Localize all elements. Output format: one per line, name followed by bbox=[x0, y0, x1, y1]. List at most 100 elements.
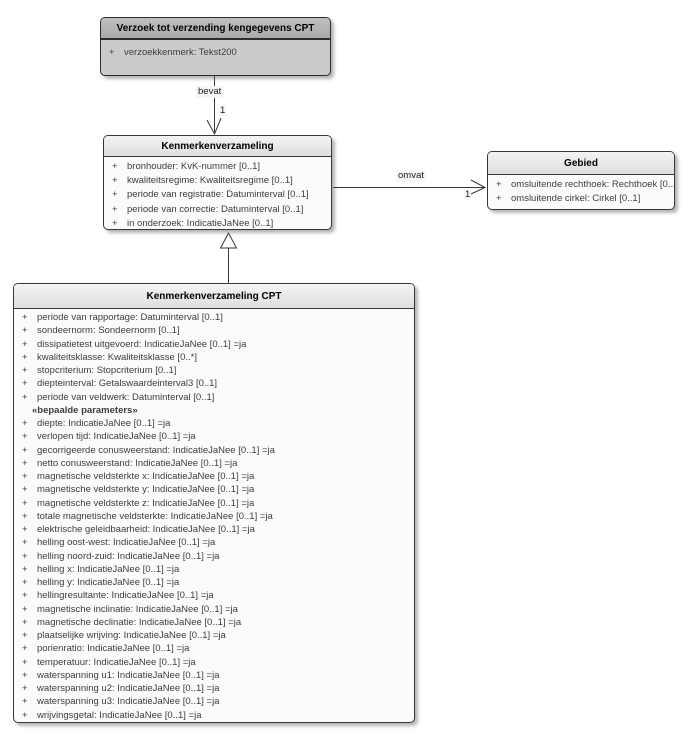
visibility-plus: + bbox=[112, 161, 118, 172]
attribute-row: +waterspanning u2: IndicatieJaNee [0..1]… bbox=[14, 682, 414, 695]
attribute-row: + wrijvingsgetal: IndicatieJaNee [0..1] =… bbox=[14, 709, 414, 722]
attribute-row: + plaatselijke wrijving: IndicatieJaNee [… bbox=[14, 629, 414, 642]
visibility-plus: + bbox=[22, 391, 28, 403]
visibility-plus: + bbox=[109, 47, 115, 58]
visibility-plus: + bbox=[112, 203, 118, 215]
attribute-text: netto conusweerstand: IndicatieJaNee [0.… bbox=[37, 457, 238, 469]
visibility-plus: + bbox=[112, 217, 118, 229]
attribute-text: omsluitende cirkel: Cirkel [0..1] bbox=[511, 193, 641, 204]
class-box-kenmerkenverzameling[interactable]: Kenmerkenverzameling + bronhouder: KvK-nu… bbox=[103, 135, 332, 230]
stereotype-row: «bepaalde parameters» bbox=[14, 404, 414, 417]
visibility-plus: + bbox=[22, 577, 28, 588]
attribute-row: +kwaliteitsklasse: Kwaliteitsklasse [0..… bbox=[14, 351, 414, 364]
visibility-plus: + bbox=[22, 563, 28, 575]
class-attributes: +omsluitende rechthoek: Rechthoek [0..1]… bbox=[488, 175, 674, 206]
visibility-plus: + bbox=[22, 643, 28, 655]
attribute-text: temperatuur: IndicatieJaNee [0..1] =ja bbox=[37, 656, 196, 668]
attribute-text: bronhouder: KvK-nummer [0..1] bbox=[127, 161, 261, 172]
visibility-plus: + bbox=[22, 444, 28, 456]
attribute-text: dissipatietest uitgevoerd: IndicatieJaNe… bbox=[37, 338, 247, 350]
attribute-row: + waterspanning u1: IndicatieJaNee [0..1]… bbox=[14, 669, 414, 682]
attribute-row: +helling oost-west: IndicatieJaNee [0..1… bbox=[14, 536, 414, 549]
attribute-text: magnetische veldsterkte y: IndicatieJaNe… bbox=[37, 484, 255, 496]
attribute-text: «bepaalde parameters» bbox=[32, 404, 138, 416]
attribute-text: waterspanning u3: IndicatieJaNee [0..1] … bbox=[37, 696, 220, 708]
attribute-text: helling y: IndicatieJaNee [0..1] =ja bbox=[37, 577, 180, 588]
visibility-plus: + bbox=[22, 325, 28, 337]
attribute-text: periode van registratie: Datuminterval [… bbox=[127, 189, 309, 201]
visibility-plus: + bbox=[22, 365, 28, 376]
attribute-row: + helling noord-zuid: IndicatieJaNee [0..… bbox=[14, 550, 414, 563]
visibility-plus: + bbox=[22, 418, 28, 429]
visibility-plus: + bbox=[22, 709, 28, 721]
open-arrowhead-icon bbox=[206, 117, 222, 136]
visibility-plus: + bbox=[22, 524, 28, 535]
class-title: Gebied bbox=[488, 152, 674, 175]
attribute-text: periode van rapportage: Datuminterval [0… bbox=[37, 312, 223, 323]
attribute-row: +magnetische veldsterkte x: IndicatieJaN… bbox=[14, 470, 414, 483]
attribute-text: helling noord-zuid: IndicatieJaNee [0..1… bbox=[37, 550, 220, 562]
class-box-gebied[interactable]: Gebied +omsluitende rechthoek: Rechthoek… bbox=[487, 151, 675, 210]
attribute-row: + diepte: IndicatieJaNee [0..1] =ja bbox=[14, 417, 414, 430]
visibility-plus: + bbox=[22, 696, 28, 708]
attribute-text: waterspanning u1: IndicatieJaNee [0..1] … bbox=[37, 669, 220, 681]
visibility-plus: + bbox=[22, 656, 28, 668]
attribute-row: + periode van registratie: Datuminterval … bbox=[104, 188, 331, 202]
attribute-text: waterspanning u2: IndicatieJaNee [0..1] … bbox=[37, 683, 220, 694]
class-attributes: + periode van rapportage: Datuminterval [… bbox=[14, 309, 414, 722]
visibility-plus: + bbox=[22, 550, 28, 562]
attribute-text: diepteinterval: Getalswaardeinterval3 [0… bbox=[37, 378, 218, 390]
attribute-row: + hellingresultante: IndicatieJaNee [0..1… bbox=[14, 589, 414, 602]
class-box-verzoek[interactable]: Verzoek tot verzending kengegevens CPT +… bbox=[100, 17, 331, 76]
attribute-text: hellingresultante: IndicatieJaNee [0..1]… bbox=[37, 590, 214, 602]
attribute-row: +totale magnetische veldsterkte: Indicat… bbox=[14, 510, 414, 523]
visibility-plus: + bbox=[112, 189, 118, 201]
visibility-plus: + bbox=[22, 603, 28, 615]
attribute-text: plaatselijke wrijving: IndicatieJaNee [0… bbox=[37, 630, 226, 641]
visibility-plus: + bbox=[22, 471, 28, 482]
attribute-text: elektrische geleidbaarheid: IndicatieJaN… bbox=[37, 524, 255, 535]
attribute-text: verlopen tijd: IndicatieJaNee [0..1] =ja bbox=[37, 431, 196, 443]
attribute-text: gecorrigeerde conusweerstand: IndicatieJ… bbox=[37, 444, 275, 456]
attribute-text: porienratio: IndicatieJaNee [0..1] =ja bbox=[37, 643, 190, 655]
class-title: Kenmerkenverzameling CPT bbox=[14, 284, 414, 309]
visibility-plus: + bbox=[496, 193, 502, 204]
class-title: Kenmerkenverzameling bbox=[104, 136, 331, 157]
attribute-text: helling x: IndicatieJaNee [0..1] =ja bbox=[37, 563, 180, 575]
visibility-plus: + bbox=[22, 630, 28, 641]
class-title: Verzoek tot verzending kengegevens CPT bbox=[101, 18, 330, 40]
attribute-row: + stopcriterium: Stopcriterium [0..1] bbox=[14, 364, 414, 377]
attribute-text: stopcriterium: Stopcriterium [0..1] bbox=[37, 365, 177, 376]
attribute-row: + omsluitende cirkel: Cirkel [0..1] bbox=[488, 192, 674, 206]
attribute-text: sondeernorm: Sondeernorm [0..1] bbox=[37, 325, 180, 337]
visibility-plus: + bbox=[112, 175, 118, 187]
attribute-row: + temperatuur: IndicatieJaNee [0..1] =ja bbox=[14, 656, 414, 669]
class-box-kenmerkenverzameling-cpt[interactable]: Kenmerkenverzameling CPT + periode van ra… bbox=[13, 283, 415, 723]
attribute-row: + bronhouder: KvK-nummer [0..1] bbox=[104, 160, 331, 174]
attribute-text: magnetische declinatie: IndicatieJaNee [… bbox=[37, 616, 242, 628]
attribute-row: + helling y: IndicatieJaNee [0..1] =ja bbox=[14, 576, 414, 589]
generalization-triangle-icon bbox=[219, 231, 238, 249]
visibility-plus: + bbox=[22, 351, 28, 363]
visibility-plus: + bbox=[22, 484, 28, 496]
visibility-plus: + bbox=[22, 590, 28, 602]
visibility-plus: + bbox=[22, 497, 28, 509]
visibility-plus: + bbox=[22, 669, 28, 681]
attribute-row: + sondeernorm: Sondeernorm [0..1] bbox=[14, 324, 414, 337]
multiplicity-bevat: 1 bbox=[219, 105, 227, 116]
attribute-text: in onderzoek: IndicatieJaNee [0..1] bbox=[127, 217, 274, 229]
class-attributes: +verzoekkenmerk: Tekst200 bbox=[101, 40, 330, 60]
attribute-row: +netto conusweerstand: IndicatieJaNee [0… bbox=[14, 457, 414, 470]
attribute-text: helling oost-west: IndicatieJaNee [0..1]… bbox=[37, 537, 216, 549]
class-attributes: +bronhouder: KvK-nummer [0..1]+kwaliteit… bbox=[104, 157, 331, 229]
attribute-text: periode van veldwerk: Datuminterval [0..… bbox=[37, 391, 215, 403]
attribute-row: +diepteinterval: Getalswaardeinterval3 [… bbox=[14, 377, 414, 390]
attribute-text: diepte: IndicatieJaNee [0..1] =ja bbox=[37, 418, 171, 429]
association-label-bevat: bevat bbox=[196, 86, 224, 98]
attribute-row: + helling x: IndicatieJaNee [0..1] =ja bbox=[14, 563, 414, 576]
attribute-row: +periode van correctie: Datuminterval [0… bbox=[104, 203, 331, 217]
attribute-row: +magnetische declinatie: IndicatieJaNee … bbox=[14, 616, 414, 629]
multiplicity-omvat: 1 bbox=[464, 189, 472, 200]
attribute-text: magnetische inclinatie: IndicatieJaNee [… bbox=[37, 603, 238, 615]
attribute-text: wrijvingsgetal: IndicatieJaNee [0..1] =j… bbox=[37, 709, 202, 721]
